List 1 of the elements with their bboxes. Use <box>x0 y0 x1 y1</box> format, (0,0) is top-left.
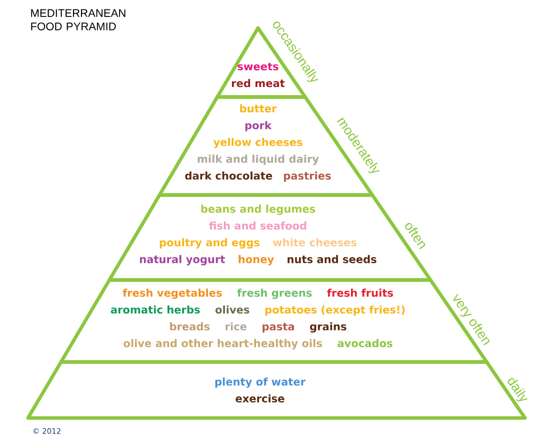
title: MEDITERRANEAN FOOD PYRAMID <box>31 9 126 30</box>
